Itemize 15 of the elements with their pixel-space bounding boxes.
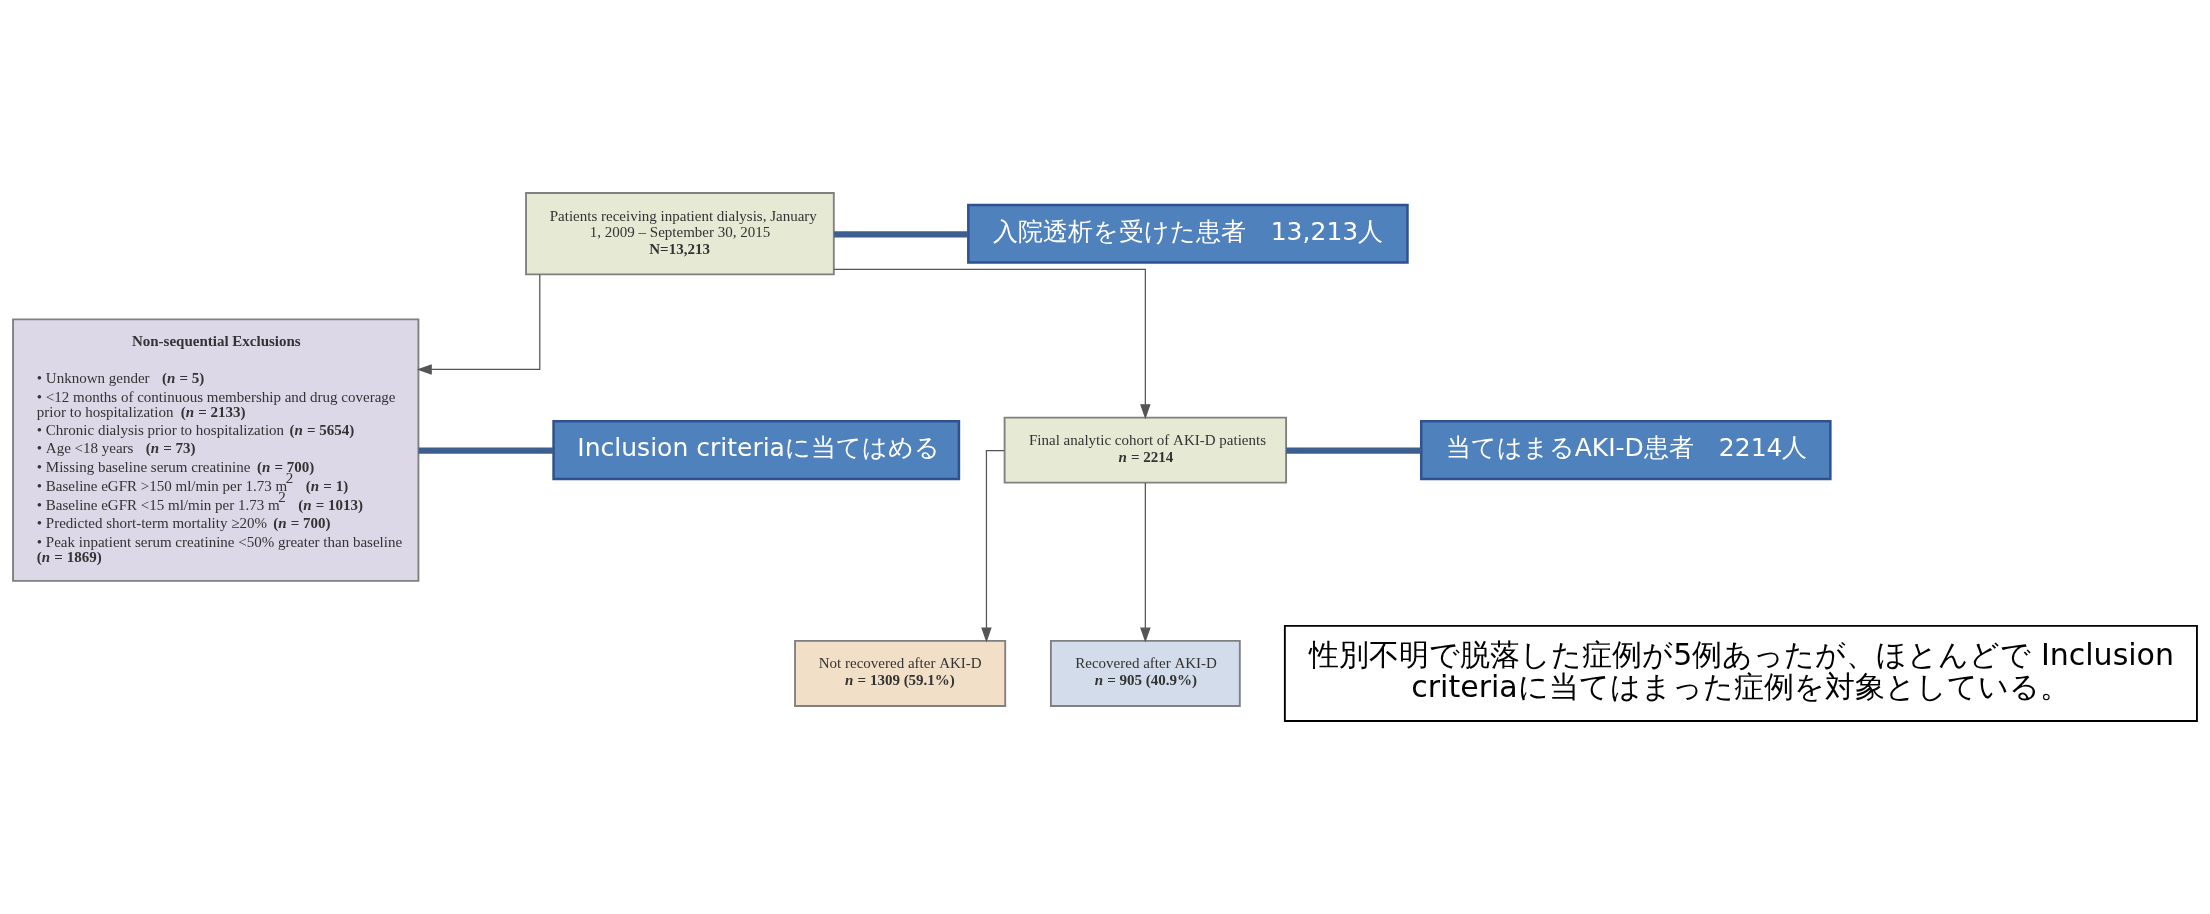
node-box: 入院透析を受けた患者 13,213人 <box>967 203 1409 264</box>
node-box: Not recovered after AKI-D n = 1309 (59.1%) <box>794 639 1007 707</box>
connector <box>1286 447 1422 454</box>
connector <box>418 447 554 454</box>
connector <box>834 231 968 238</box>
node-box: Inclusion criteriaに当てはめる <box>552 420 961 481</box>
arrow <box>1140 482 1151 643</box>
arrow <box>981 450 1005 643</box>
arrow <box>416 273 541 375</box>
node-box: Patients receiving inpatient dialysis, January 1, 2009 – September 30, 2015 N=13,213 <box>525 192 835 276</box>
node-box: Final analytic cohort of AKI-D patients n = 2214 <box>1003 416 1288 484</box>
node-box: 当てはまるAKI-D患者 2214人 <box>1420 420 1832 481</box>
arrow <box>833 268 1151 420</box>
node-box: Recovered after AKI-D n = 905 (40.9%) <box>1049 639 1241 707</box>
node-box: 性別不明で脱落した症例が5例あったが、ほとんどで Inclusion criteriaに当てはまった症例を対象としている。 <box>1283 624 2198 722</box>
